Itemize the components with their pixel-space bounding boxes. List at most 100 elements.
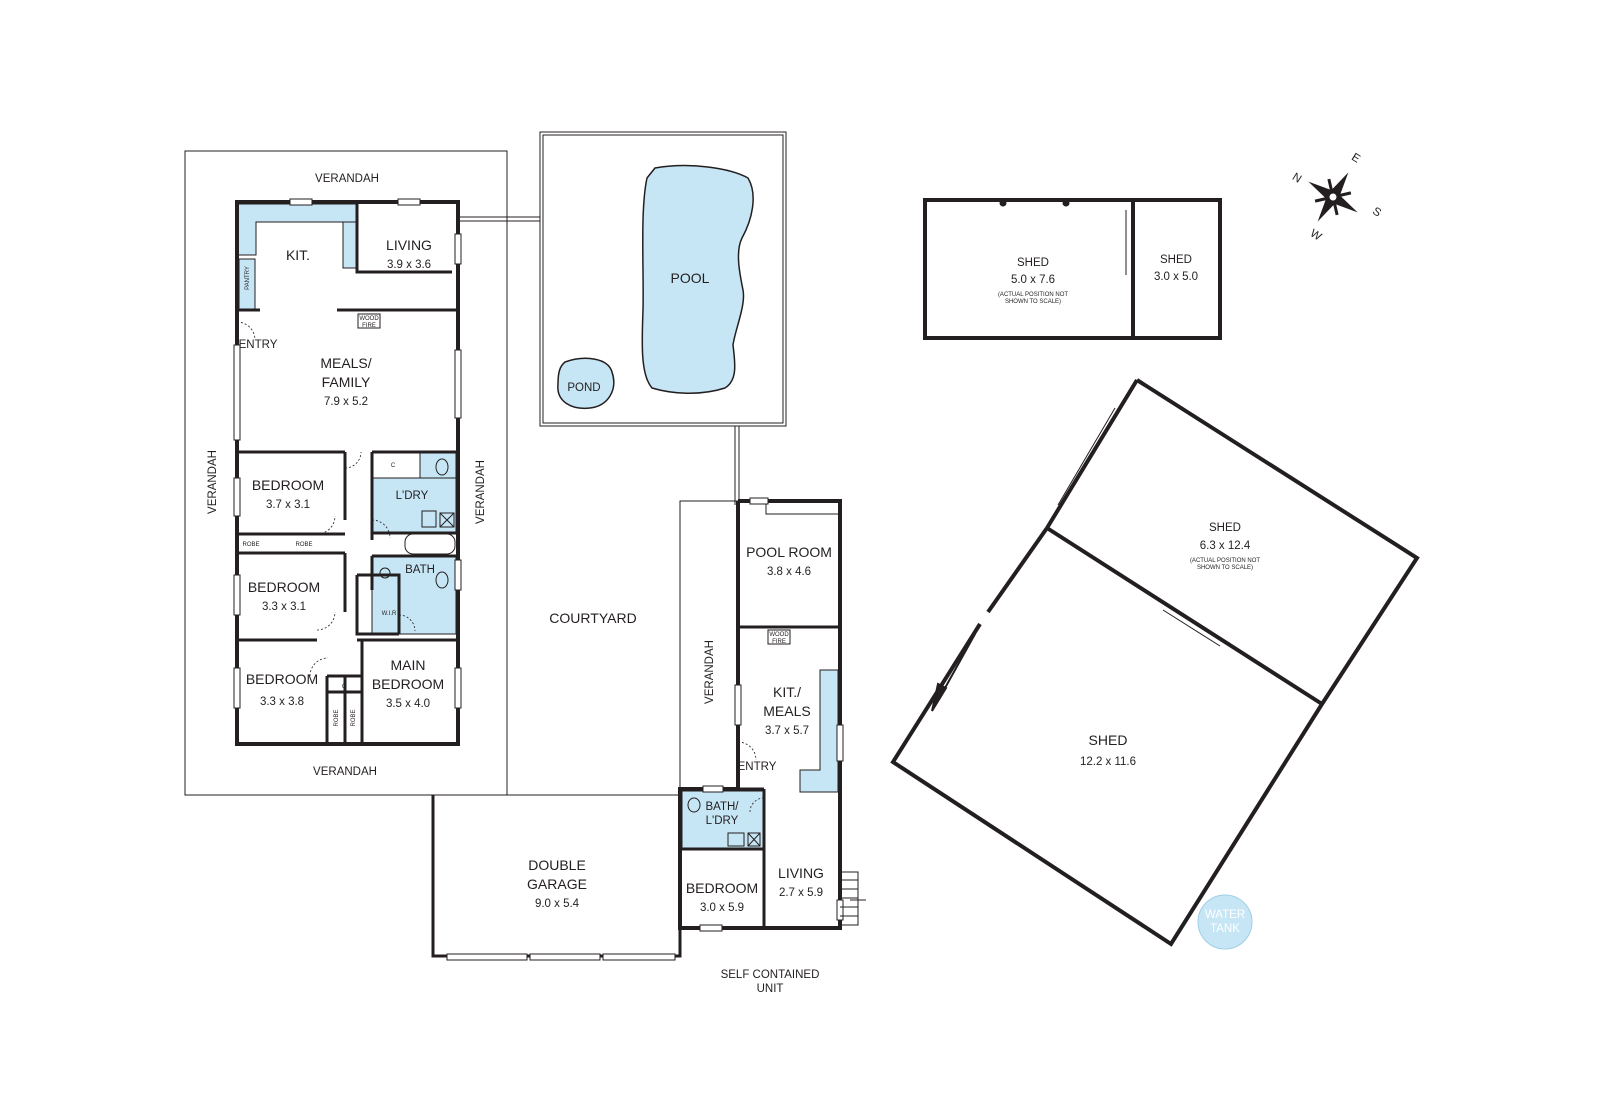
shed-walls [1045, 378, 1139, 530]
unit-living-size: 2.7 x 5.9 [779, 887, 823, 899]
pool-room-label: POOL ROOM [746, 544, 832, 560]
wood-fire-label: FIRE [772, 639, 786, 645]
garage-size: 9.0 x 5.4 [535, 898, 580, 910]
window [454, 349, 462, 419]
garage-label: DOUBLE [528, 857, 586, 873]
wood-fire-label: WOOD [769, 632, 789, 638]
self-contained-unit: WOOD FIRE VERANDAH POOL ROOM 3.8 x 4.6 K… [678, 497, 866, 995]
robe-label: ROBE [351, 709, 357, 726]
washer [421, 510, 437, 528]
window [734, 684, 742, 726]
bath-ldry-label: L'DRY [706, 815, 739, 827]
unit-external-wall [678, 499, 842, 930]
compass-e-label: E [1349, 151, 1362, 165]
shed-post [1062, 199, 1070, 207]
bedroom-size: 3.3 x 3.1 [262, 601, 306, 613]
pool-label: POOL [671, 270, 710, 286]
shed-walls [890, 378, 1420, 947]
fence-line [458, 216, 540, 222]
double-garage: DOUBLE GARAGE 9.0 x 5.4 [431, 794, 682, 961]
window [699, 924, 723, 932]
shed-label: SHED [1089, 732, 1128, 748]
small-sheds: SHED 5.0 x 7.6 (ACTUAL POSITION NOT SHOW… [923, 198, 1222, 340]
shed-window [1057, 407, 1116, 506]
door-swing [309, 657, 329, 677]
window [836, 724, 844, 762]
unit-bedroom-size: 3.0 x 5.9 [700, 902, 744, 914]
courtyard-label: COURTYARD [549, 610, 636, 626]
water-tank-circle [1197, 894, 1253, 950]
laundry-tub [747, 832, 761, 847]
main-bedroom-label: BEDROOM [372, 676, 444, 692]
living-size: 3.9 x 3.6 [387, 259, 431, 271]
shed-wall-segment [986, 526, 1049, 614]
compass-south-point [1317, 197, 1335, 222]
toilet-area [419, 451, 457, 479]
bathtub [404, 533, 456, 555]
kitchen-island [342, 221, 358, 269]
unit-interior-walls [680, 625, 840, 928]
kit-meals-size: 3.7 x 5.7 [765, 725, 809, 737]
shed-label: SHED [1209, 522, 1241, 534]
bath-ldry-label: BATH/ [705, 801, 739, 813]
pool-room-bench [765, 501, 838, 515]
cupboard-label: C [342, 684, 347, 690]
bedroom-size: 3.7 x 3.1 [266, 499, 310, 511]
unit-verandah-label: VERANDAH [704, 640, 716, 704]
main-house: WOOD FIRE VERANDAH VERANDAH VERANDAH VER… [184, 150, 508, 796]
unit-entry-label: ENTRY [738, 761, 777, 773]
window [749, 497, 769, 505]
large-sheds: SHED 6.3 x 12.4 (ACTUAL POSITION NOT SHO… [890, 378, 1420, 947]
bedroom-label: BEDROOM [246, 671, 318, 687]
unit-caption: UNIT [757, 983, 784, 995]
door-swing [316, 611, 336, 631]
robe-label: ROBE [334, 709, 340, 726]
wood-fire [767, 629, 791, 645]
door-swing [398, 614, 416, 632]
window [454, 559, 462, 591]
washer [727, 832, 745, 847]
window [702, 785, 724, 793]
basin [379, 567, 391, 579]
entry-label: ENTRY [239, 339, 278, 351]
fence-line [734, 426, 740, 505]
shed-walls [923, 198, 1222, 340]
garage-door [602, 953, 676, 961]
compass-s-label: S [1370, 205, 1383, 219]
wood-fire [357, 313, 381, 329]
window [233, 344, 241, 441]
steps [840, 871, 866, 926]
unit-caption: SELF CONTAINED [721, 969, 820, 981]
main-bedroom-label: MAIN [391, 657, 426, 673]
shed-note: (ACTUAL POSITION NOT [998, 292, 1068, 298]
window [289, 198, 313, 206]
garage-door [446, 953, 528, 961]
bedroom-size: 3.3 x 3.8 [260, 696, 304, 708]
compass-center [1328, 192, 1338, 202]
window [233, 574, 241, 616]
compass-n-label: N [1290, 171, 1303, 186]
verandah-label: VERANDAH [313, 766, 377, 778]
window [454, 667, 462, 709]
window [233, 667, 241, 709]
kit-meals-label: MEALS [763, 703, 810, 719]
water-tank-label: TANK [1210, 923, 1240, 935]
pond [557, 357, 615, 410]
window [836, 899, 844, 921]
toilet [687, 797, 701, 813]
window [397, 198, 421, 206]
kit-meals-label: KIT./ [773, 684, 801, 700]
interior-walls [237, 202, 456, 744]
shed-note: (ACTUAL POSITION NOT [1190, 558, 1260, 564]
bedroom-label: BEDROOM [248, 579, 320, 595]
kitchen-label: KIT. [286, 247, 310, 263]
cupboard-label: C [391, 463, 396, 469]
house-external-wall [235, 200, 460, 746]
pool-room-size: 3.8 x 4.6 [767, 566, 811, 578]
pool [641, 164, 754, 395]
unit-verandah [679, 500, 738, 795]
wood-fire-label: FIRE [362, 323, 376, 329]
compass-w-label: W [1308, 227, 1324, 243]
shed-note: SHOWN TO SCALE) [1005, 299, 1061, 305]
